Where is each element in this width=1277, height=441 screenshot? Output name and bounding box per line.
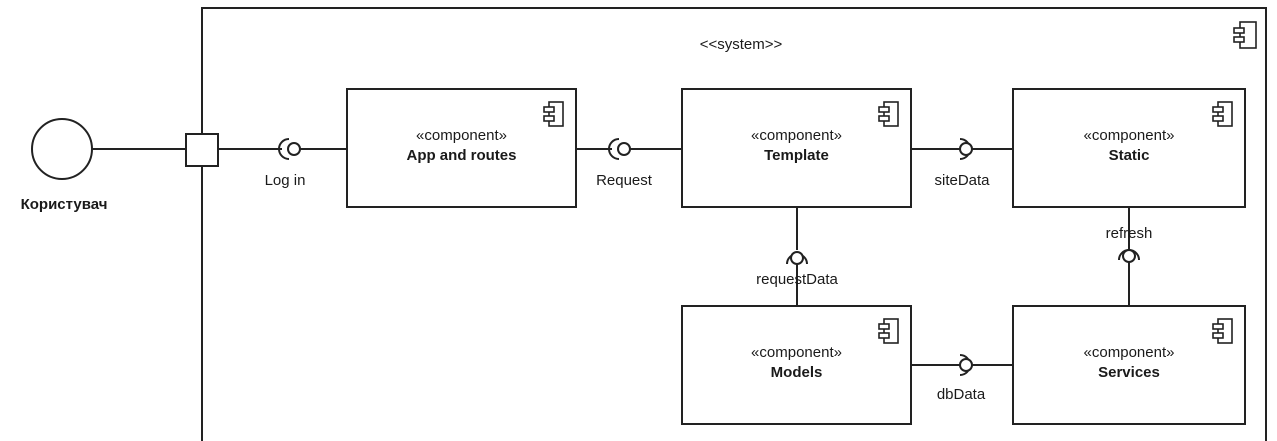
component-icon bbox=[543, 101, 564, 127]
login-interface bbox=[218, 138, 346, 160]
component-name: App and routes bbox=[406, 147, 517, 164]
component-template[interactable]: «component» Template bbox=[681, 88, 912, 208]
system-stereotype: <<system>> bbox=[699, 36, 783, 53]
component-name: Models bbox=[770, 364, 823, 381]
requestdata-interface-label: requestData bbox=[756, 271, 838, 288]
requestdata-interface bbox=[786, 208, 808, 305]
system-port[interactable] bbox=[185, 133, 219, 167]
component-icon bbox=[878, 101, 899, 127]
component-models[interactable]: «component» Models bbox=[681, 305, 912, 425]
login-interface-label: Log in bbox=[264, 172, 306, 189]
sitedata-interface bbox=[912, 138, 1012, 160]
refresh-interface bbox=[1118, 208, 1140, 305]
component-static[interactable]: «component» Static bbox=[1012, 88, 1246, 208]
component-app-and-routes[interactable]: «component» App and routes bbox=[346, 88, 577, 208]
request-interface bbox=[577, 138, 681, 160]
component-icon bbox=[1212, 318, 1233, 344]
component-name: Static bbox=[1108, 147, 1150, 164]
component-stereotype: «component» bbox=[1083, 127, 1175, 144]
component-stereotype: «component» bbox=[416, 127, 507, 144]
dbdata-interface bbox=[912, 354, 1012, 376]
component-stereotype: «component» bbox=[751, 127, 842, 144]
component-icon bbox=[1212, 101, 1233, 127]
sitedata-interface-label: siteData bbox=[934, 172, 990, 189]
actor-circle[interactable] bbox=[31, 118, 93, 180]
refresh-interface-label: refresh bbox=[1105, 225, 1153, 242]
component-icon bbox=[878, 318, 899, 344]
component-name: Services bbox=[1098, 364, 1160, 381]
component-stereotype: «component» bbox=[1083, 344, 1175, 361]
request-interface-label: Request bbox=[596, 172, 652, 189]
system-boundary bbox=[201, 7, 1267, 441]
component-services[interactable]: «component» Services bbox=[1012, 305, 1246, 425]
component-name: Template bbox=[764, 147, 829, 164]
component-stereotype: «component» bbox=[751, 344, 842, 361]
system-component-icon bbox=[1233, 21, 1257, 49]
actor-label: Користувач bbox=[20, 196, 108, 213]
dbdata-interface-label: dbData bbox=[936, 386, 986, 403]
